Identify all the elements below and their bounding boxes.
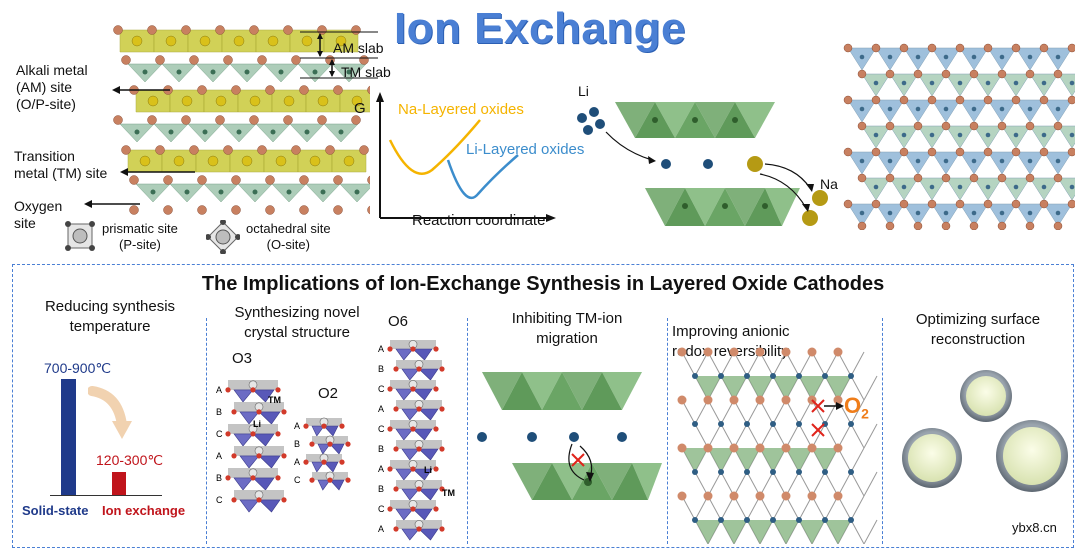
tm-slab-label: TM slab	[341, 64, 391, 80]
energy-diagram	[376, 92, 556, 222]
decrease-arrow	[88, 386, 132, 439]
svg-text:Li: Li	[253, 419, 261, 429]
svg-text:A: A	[378, 524, 384, 534]
exchange-li-label: Li	[578, 83, 589, 99]
ion-exchange-label: Ion exchange	[102, 503, 186, 518]
energy-xlabel: Reaction coordinate	[412, 212, 546, 229]
svg-text:TM: TM	[268, 395, 281, 405]
ion-exchange-illustration	[577, 102, 828, 226]
page-title: Ion Exchange	[393, 4, 687, 53]
svg-text:C: C	[378, 504, 385, 514]
migration-title-line-2: migration	[536, 330, 598, 347]
alkali-line-2: (AM) site	[16, 79, 72, 95]
exchange-na-label: Na	[820, 176, 838, 192]
tm-line-2: metal (TM) site	[14, 165, 108, 181]
svg-text:C: C	[294, 475, 301, 485]
am-slab-label: AM slab	[333, 40, 384, 56]
prismatic-line-1: prismatic site	[102, 221, 178, 236]
svg-text:B: B	[378, 444, 384, 454]
migration-section-title: Inhibiting TM-ion migration	[472, 309, 662, 349]
oxygen-line-1: Oxygen	[14, 198, 63, 214]
tm-site-label: Transition metal (TM) site	[14, 148, 107, 182]
o3-label: O3	[232, 350, 253, 367]
svg-text:A: A	[294, 421, 300, 431]
na-energy-curve	[388, 119, 481, 175]
svg-text:C: C	[378, 424, 385, 434]
section-divider-3	[667, 318, 668, 544]
anionic-redox-illustration	[677, 347, 878, 544]
implications-title: The Implications of Ion-Exchange Synthes…	[201, 273, 885, 295]
svg-text:B: B	[216, 473, 222, 483]
o6-label: O6	[388, 313, 409, 330]
low-temp-label: 120-300℃	[96, 452, 164, 468]
o2-gas-label: O2	[844, 393, 869, 421]
tm-migration-illustration	[477, 372, 662, 500]
oxygen-line-2: site	[14, 215, 36, 231]
alkali-line-3: (O/P-site)	[16, 96, 76, 112]
temperature-title-line-1: Reducing synthesis	[44, 298, 176, 315]
li-layered-label: Li-Layered oxides	[466, 141, 585, 158]
migration-title-line-1: Inhibiting TM-ion	[511, 310, 623, 327]
crystal-title-line-1: Synthesizing novel	[234, 304, 360, 321]
svg-text:C: C	[216, 429, 223, 439]
redox-title-line-1: Improving anionic	[672, 323, 790, 340]
svg-text:Li: Li	[424, 465, 432, 475]
svg-text:TM: TM	[442, 488, 455, 498]
section-divider-2	[467, 318, 468, 544]
na-layered-label: Na-Layered oxides	[398, 101, 524, 118]
alkali-line-1: Alkali metal	[16, 62, 88, 78]
svg-text:B: B	[378, 364, 384, 374]
energy-ylabel: G	[354, 100, 366, 117]
high-temp-label: 700-900℃	[44, 360, 112, 376]
prismatic-line-2: (P-site)	[118, 237, 161, 252]
bar-baseline	[50, 495, 162, 496]
implications-panel	[12, 264, 1074, 548]
solid-state-label: Solid-state	[22, 503, 89, 518]
crystal-section-title: Synthesizing novel crystal structure	[212, 303, 382, 343]
crystal-title-line-2: crystal structure	[244, 324, 350, 341]
svg-text:A: A	[216, 451, 222, 461]
oxygen-site-label: Oxygen site	[14, 198, 62, 232]
section-divider-4	[882, 318, 883, 544]
ion-exchange-bar	[112, 472, 126, 495]
surface-title-line-1: Optimizing surface	[915, 311, 1041, 328]
tm-line-1: Transition	[14, 148, 75, 164]
temperature-title-line-2: temperature	[69, 318, 151, 335]
alkali-site-label: Alkali metal (AM) site (O/P-site)	[16, 62, 88, 113]
octahedral-site-label: octahedral site (O-site)	[246, 221, 331, 253]
svg-text:A: A	[294, 457, 300, 467]
octahedral-site-icon	[206, 220, 240, 254]
svg-text:B: B	[216, 407, 222, 417]
octahedral-line-1: octahedral site	[246, 221, 331, 236]
layered-structure-illustration	[113, 25, 370, 215]
svg-text:C: C	[216, 495, 223, 505]
o2-main: O	[844, 393, 862, 418]
surface-section-title: Optimizing surface reconstruction	[888, 310, 1068, 350]
solid-state-bar	[61, 379, 76, 495]
svg-text:A: A	[216, 385, 222, 395]
svg-text:A: A	[378, 344, 384, 354]
temperature-section-title: Reducing synthesis temperature	[20, 297, 200, 337]
svg-text:B: B	[378, 484, 384, 494]
prismatic-site-icon	[65, 221, 95, 251]
svg-text:A: A	[378, 404, 384, 414]
svg-text:A: A	[378, 464, 384, 474]
watermark-text: ybx8.cn	[1012, 520, 1057, 535]
o2-subscript: 2	[861, 405, 869, 422]
site-arrows	[84, 86, 195, 208]
octahedral-line-2: (O-site)	[266, 237, 310, 252]
lattice-structure-illustration	[843, 43, 1075, 230]
surface-title-line-2: reconstruction	[930, 331, 1026, 348]
o2-label: O2	[318, 385, 339, 402]
slab-brackets	[300, 31, 378, 79]
svg-text:C: C	[378, 384, 385, 394]
svg-text:B: B	[294, 439, 300, 449]
core-shell-particles-illustration	[902, 370, 1068, 492]
section-divider-1	[206, 318, 207, 544]
prismatic-site-label: prismatic site (P-site)	[102, 221, 178, 253]
li-energy-curve	[446, 154, 519, 200]
